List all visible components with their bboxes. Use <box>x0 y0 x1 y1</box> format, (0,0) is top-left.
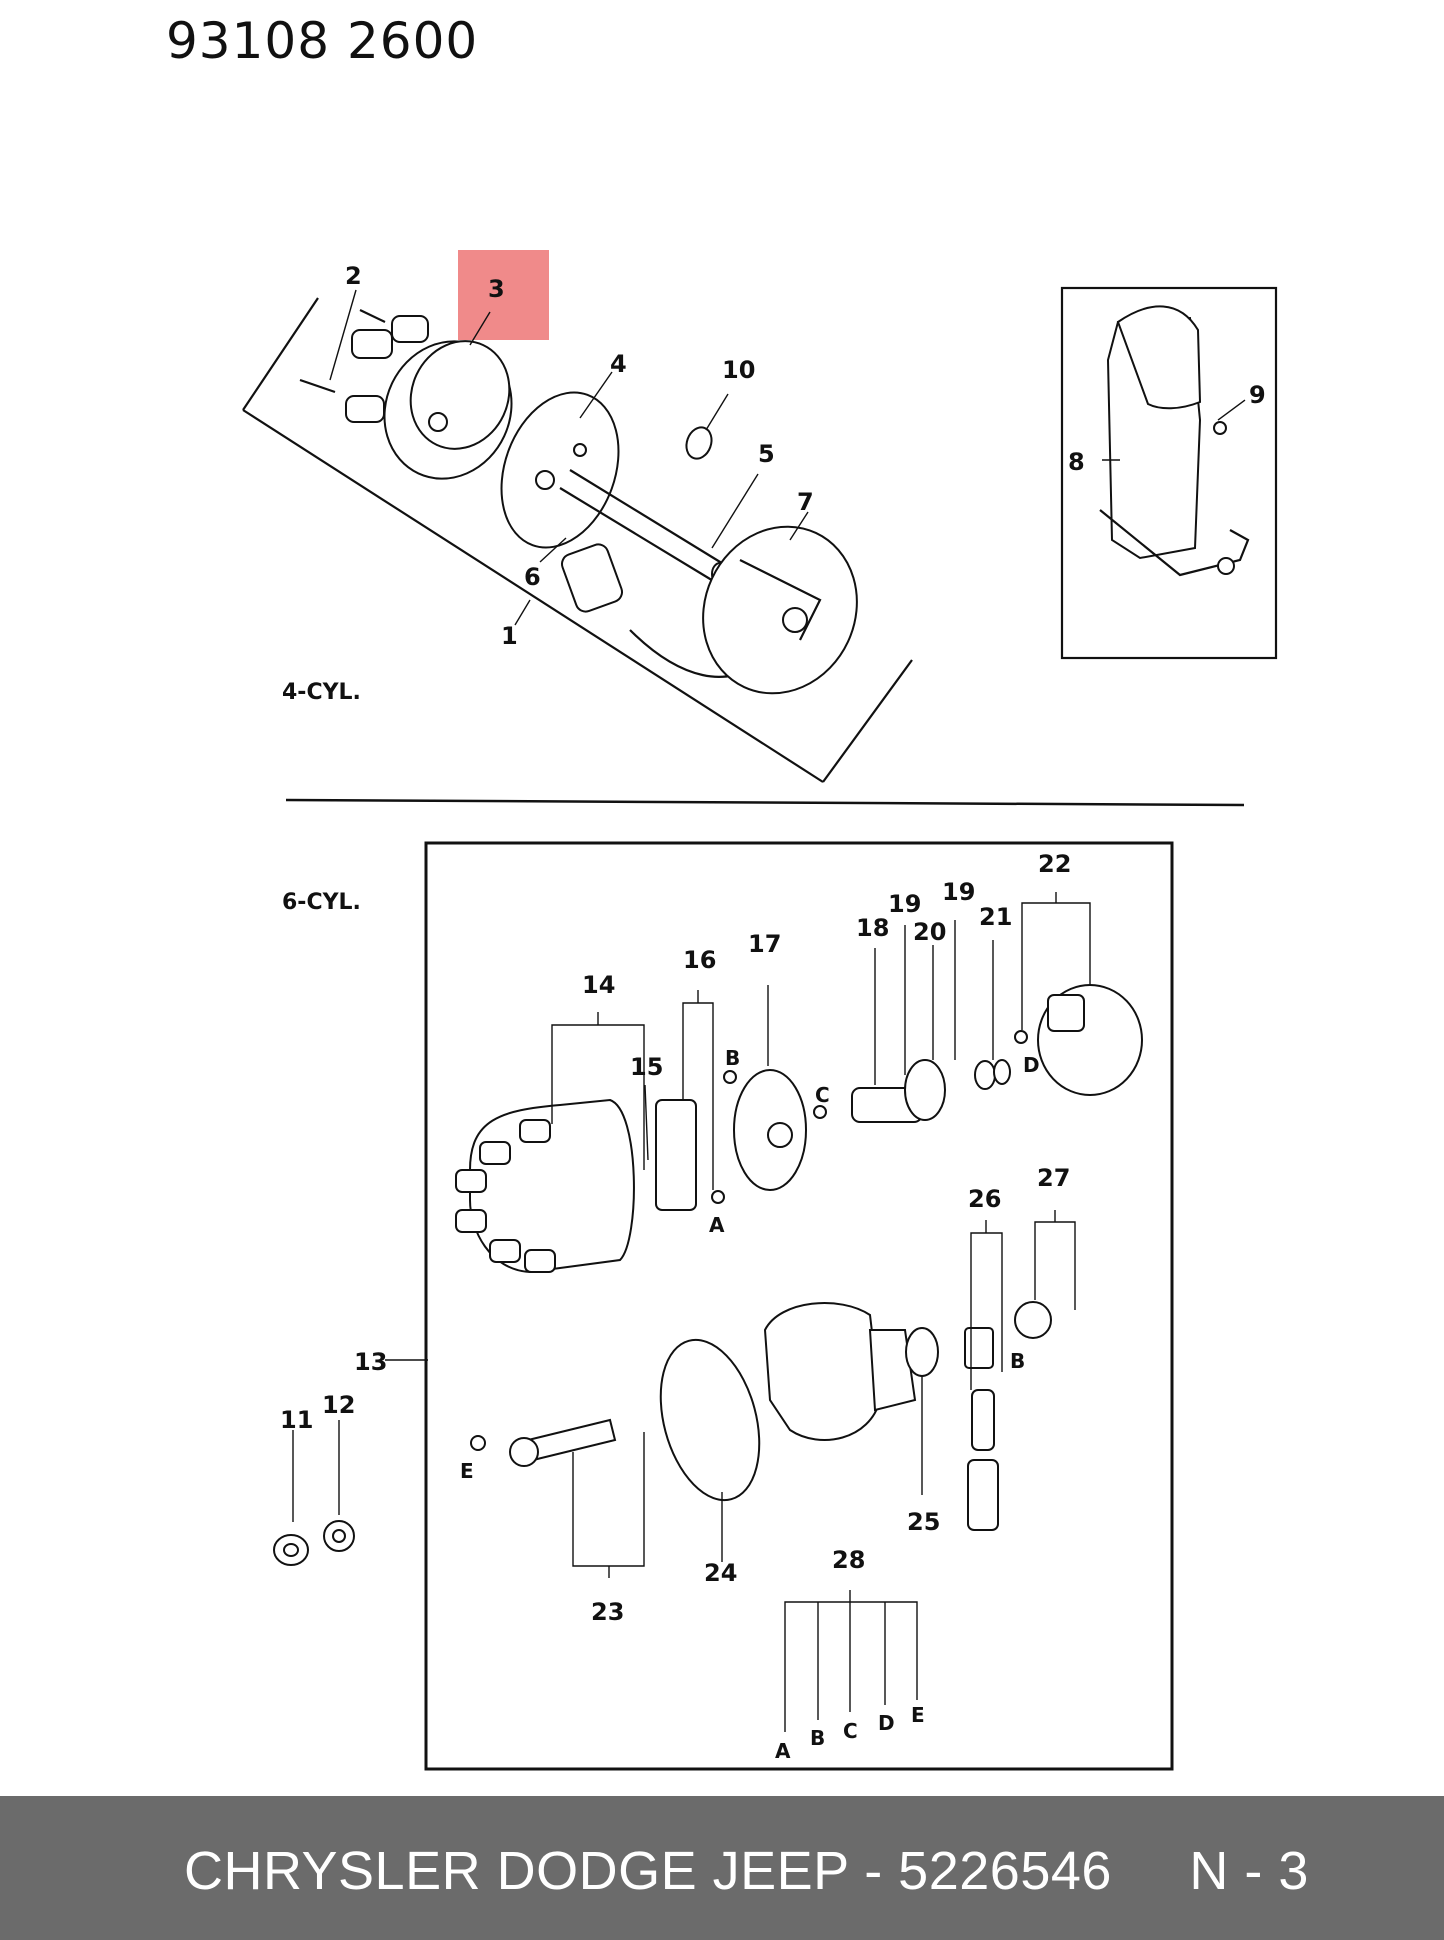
callout-17: 17 <box>748 930 781 958</box>
letter-c-bottom: C <box>843 1719 858 1743</box>
callout-23: 23 <box>591 1598 624 1626</box>
page-code: 93108 2600 <box>166 12 479 70</box>
letter-d-bottom: D <box>878 1711 895 1735</box>
letter-b-top: B <box>725 1046 740 1070</box>
callout-3: 3 <box>488 275 505 303</box>
highlight-box-part-3 <box>458 250 549 340</box>
callout-10: 10 <box>722 356 755 384</box>
callout-25: 25 <box>907 1508 940 1536</box>
section-label-4-cyl: 4-CYL. <box>282 680 361 705</box>
letter-e-left: E <box>460 1459 474 1483</box>
callout-11: 11 <box>280 1406 313 1434</box>
six-cyl-assembly <box>385 841 1174 1771</box>
callout-5: 5 <box>758 440 775 468</box>
loose-nuts <box>273 1420 355 1566</box>
callout-19b: 19 <box>942 878 975 906</box>
letter-a-top: A <box>709 1213 725 1237</box>
callout-4: 4 <box>610 350 627 378</box>
callout-14: 14 <box>582 971 615 999</box>
callout-20: 20 <box>913 918 946 946</box>
callout-26: 26 <box>968 1185 1001 1213</box>
callout-28: 28 <box>832 1546 865 1574</box>
four-cyl-assembly <box>242 286 1278 783</box>
letter-a-bottom: A <box>775 1739 791 1763</box>
section-divider <box>285 798 1245 807</box>
callout-19a: 19 <box>888 890 921 918</box>
callout-8: 8 <box>1068 448 1085 476</box>
callout-12: 12 <box>322 1391 355 1419</box>
callout-7: 7 <box>797 488 814 516</box>
callout-15: 15 <box>630 1053 663 1081</box>
callout-2: 2 <box>345 262 362 290</box>
callout-16: 16 <box>683 946 716 974</box>
callout-18: 18 <box>856 914 889 942</box>
parts-diagram: 4-CYL. 6-CYL. 1 2 3 4 5 6 7 8 9 10 11 12… <box>242 250 1278 1771</box>
callout-13: 13 <box>354 1348 387 1376</box>
callout-21: 21 <box>979 903 1012 931</box>
callout-22: 22 <box>1038 850 1071 878</box>
callout-1: 1 <box>501 622 518 650</box>
letter-e-bottom: E <box>911 1703 925 1727</box>
footer-bar: CHRYSLER DODGE JEEP - 5226546 N - 3 <box>0 1796 1444 1940</box>
letter-c-top: C <box>815 1083 830 1107</box>
callout-24: 24 <box>704 1559 737 1587</box>
footer-text: CHRYSLER DODGE JEEP - 5226546 N - 3 <box>184 1841 1309 1901</box>
callout-9: 9 <box>1249 381 1266 409</box>
section-label-6-cyl: 6-CYL. <box>282 890 361 915</box>
letter-b-bottom: B <box>810 1726 825 1750</box>
letter-d-top: D <box>1023 1053 1040 1077</box>
callout-6: 6 <box>524 563 541 591</box>
letter-b-right: B <box>1010 1349 1025 1373</box>
callout-27: 27 <box>1037 1164 1070 1192</box>
